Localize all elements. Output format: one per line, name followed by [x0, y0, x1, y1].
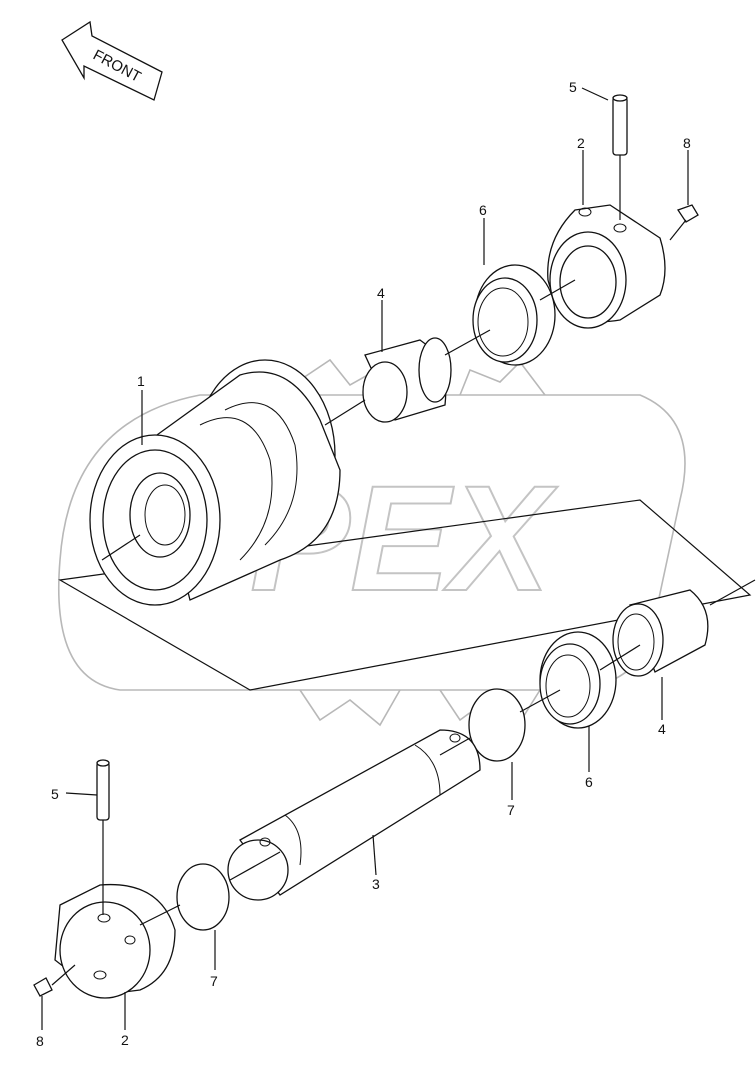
set-screw-part-8-upper	[669, 204, 699, 241]
axis-lines	[101, 279, 756, 926]
callout-5-lower: 5	[51, 786, 59, 802]
callout-5-upper: 5	[569, 79, 577, 95]
callout-2-lower: 2	[121, 1032, 129, 1048]
housing-part-2-lower	[54, 883, 176, 999]
callout-7-left: 7	[210, 973, 218, 989]
callout-1: 1	[137, 373, 145, 389]
bushing-part-4-lower	[612, 589, 709, 677]
callout-4-upper: 4	[377, 285, 385, 301]
seal-part-6-lower	[539, 631, 617, 729]
shaft-part-3	[227, 729, 481, 901]
seal-part-6-upper	[472, 264, 556, 366]
pin-part-5-upper	[612, 94, 628, 220]
leader-lines	[41, 87, 689, 1030]
callout-6-upper: 6	[479, 202, 487, 218]
housing-part-2-upper	[547, 204, 666, 329]
callout-8-upper: 8	[683, 135, 691, 151]
roller-part-1	[89, 359, 341, 606]
set-screw-part-8-lower	[33, 964, 76, 997]
callout-4-lower: 4	[658, 721, 666, 737]
pin-part-5-lower	[96, 759, 110, 915]
callout-6-lower: 6	[585, 774, 593, 790]
callouts: 1 2 2 3 4 4 5 5 6 6 7 7 8 8	[36, 79, 691, 1049]
bushing-part-4-upper	[362, 337, 452, 423]
front-arrow-icon: FRONT	[61, 20, 163, 101]
callout-3: 3	[372, 876, 380, 892]
callout-2-upper: 2	[577, 135, 585, 151]
callout-7-right: 7	[507, 802, 515, 818]
o-ring-part-7-right	[468, 688, 526, 762]
callout-8-lower: 8	[36, 1033, 44, 1049]
o-ring-part-7-left	[176, 863, 230, 931]
assembly-frame-line	[58, 499, 752, 691]
